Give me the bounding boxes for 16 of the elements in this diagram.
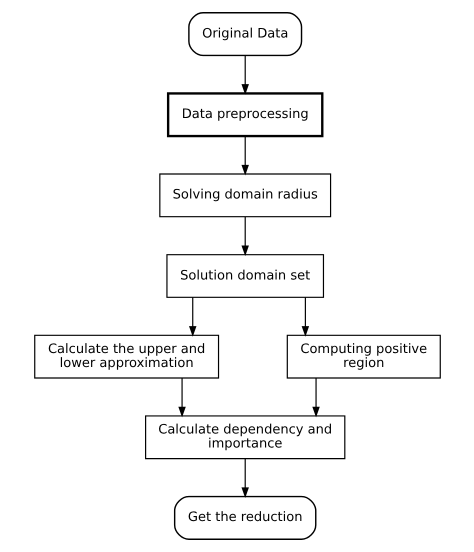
arrow [240,56,248,95]
node-box: Computing positive region [286,334,440,379]
node-box: Original Data [188,12,302,56]
arrow [240,216,248,256]
arrow [188,298,196,337]
node-box: Solving domain radius [158,173,331,218]
arrow [240,136,248,176]
node-box: Calculate dependency and importance [144,415,345,460]
arrow [301,298,309,337]
arrow [240,458,248,498]
node-box: Get the reduction [173,496,316,540]
node-box: Data preprocessing [166,92,323,138]
arrow [312,378,320,418]
arrow [178,378,186,418]
node-box: Solution domain set [166,254,324,298]
node-box: Calculate the upper and lower approximation [34,334,219,379]
